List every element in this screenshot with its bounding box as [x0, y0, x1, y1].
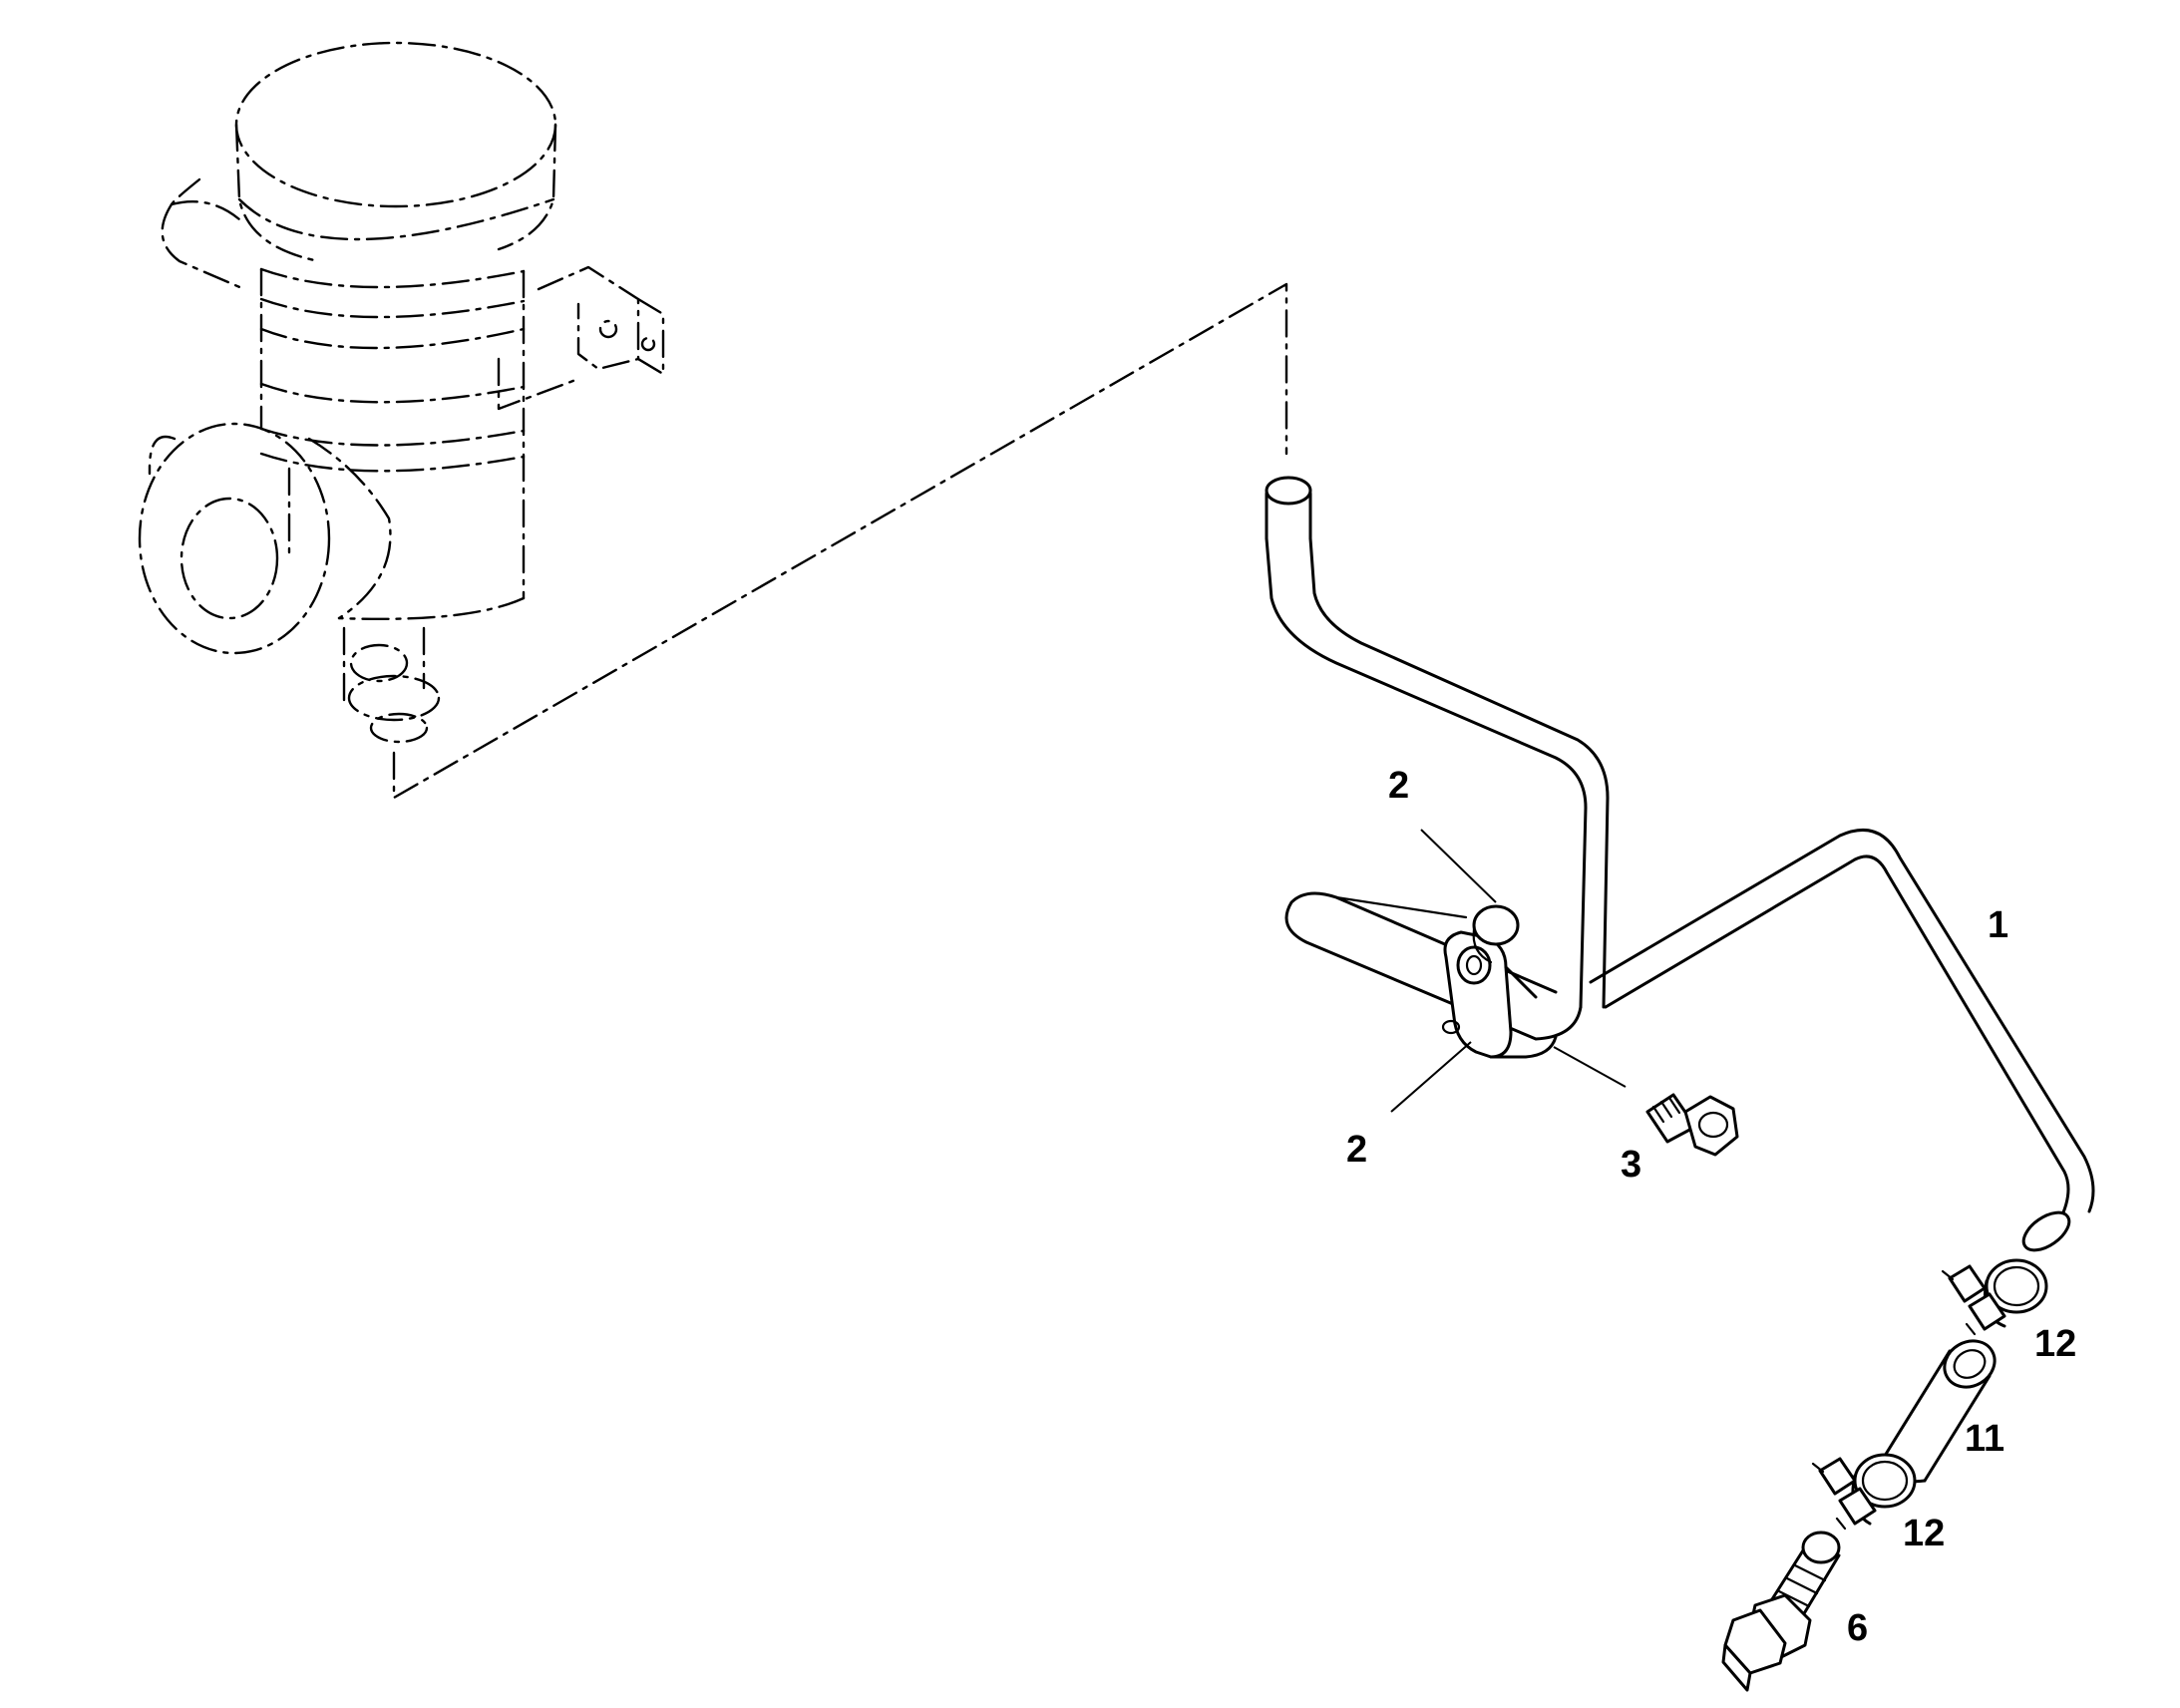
callout-6: 6 — [1847, 1607, 1868, 1649]
callout-2-upper: 2 — [1388, 765, 1409, 807]
leader-lines — [1390, 829, 1627, 1113]
callout-12-lower: 12 — [1903, 1513, 1945, 1554]
callout-11: 11 — [1965, 1418, 2004, 1460]
hose-clamp-upper-part-12 — [1941, 1258, 2048, 1336]
fitting-part-6 — [1721, 1531, 1841, 1692]
callout-1: 1 — [1988, 904, 2008, 946]
pipe-part-1 — [1265, 476, 2095, 1252]
callout-2-lower: 2 — [1346, 1129, 1367, 1171]
callout-3: 3 — [1621, 1144, 1641, 1186]
hose-clamp-lower-part-12 — [1811, 1453, 1917, 1531]
bolt-part-3 — [1645, 1093, 1739, 1157]
connection-phantom-line — [392, 282, 1288, 800]
clip-bracket-part-2 — [1441, 904, 1558, 1059]
phantom-reservoir-assembly — [138, 41, 665, 744]
callout-12-upper: 12 — [2034, 1323, 2076, 1365]
